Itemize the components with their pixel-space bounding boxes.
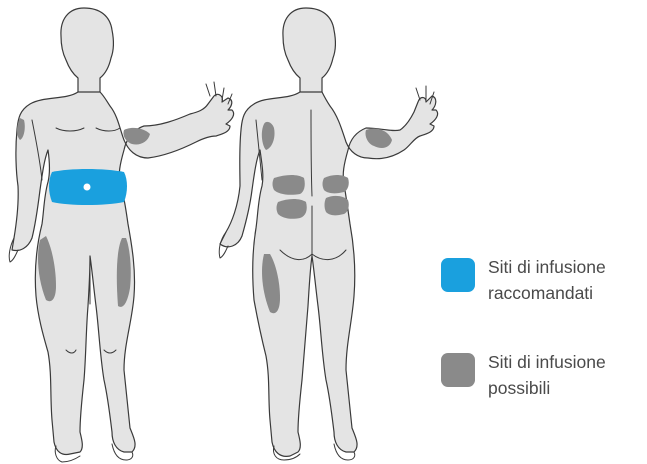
navel-icon <box>84 184 91 191</box>
possible-label-line2: possibili <box>488 375 647 401</box>
recommended-label-line2: raccomandati <box>488 280 647 306</box>
back-figure <box>219 8 437 460</box>
recommended-label-line1: Siti di infusione <box>488 254 647 280</box>
back-flank-lower-right-site <box>325 196 349 215</box>
possible-swatch <box>441 353 475 387</box>
recommended-swatch <box>441 258 475 292</box>
back-flank-upper-left-site <box>273 175 305 195</box>
possible-label: Siti di infusione possibili <box>488 349 647 401</box>
possible-label-line1: Siti di infusione <box>488 349 647 375</box>
back-flank-lower-left-site <box>277 199 307 219</box>
front-head <box>61 8 113 95</box>
back-torso-legs <box>220 92 438 456</box>
front-figure <box>9 8 233 462</box>
recommended-label: Siti di infusione raccomandati <box>488 254 647 306</box>
back-flank-upper-right-site <box>323 175 349 193</box>
legend-recommended: Siti di infusione raccomandati <box>441 254 647 306</box>
back-head <box>283 8 335 95</box>
legend-possible: Siti di infusione possibili <box>441 349 647 401</box>
